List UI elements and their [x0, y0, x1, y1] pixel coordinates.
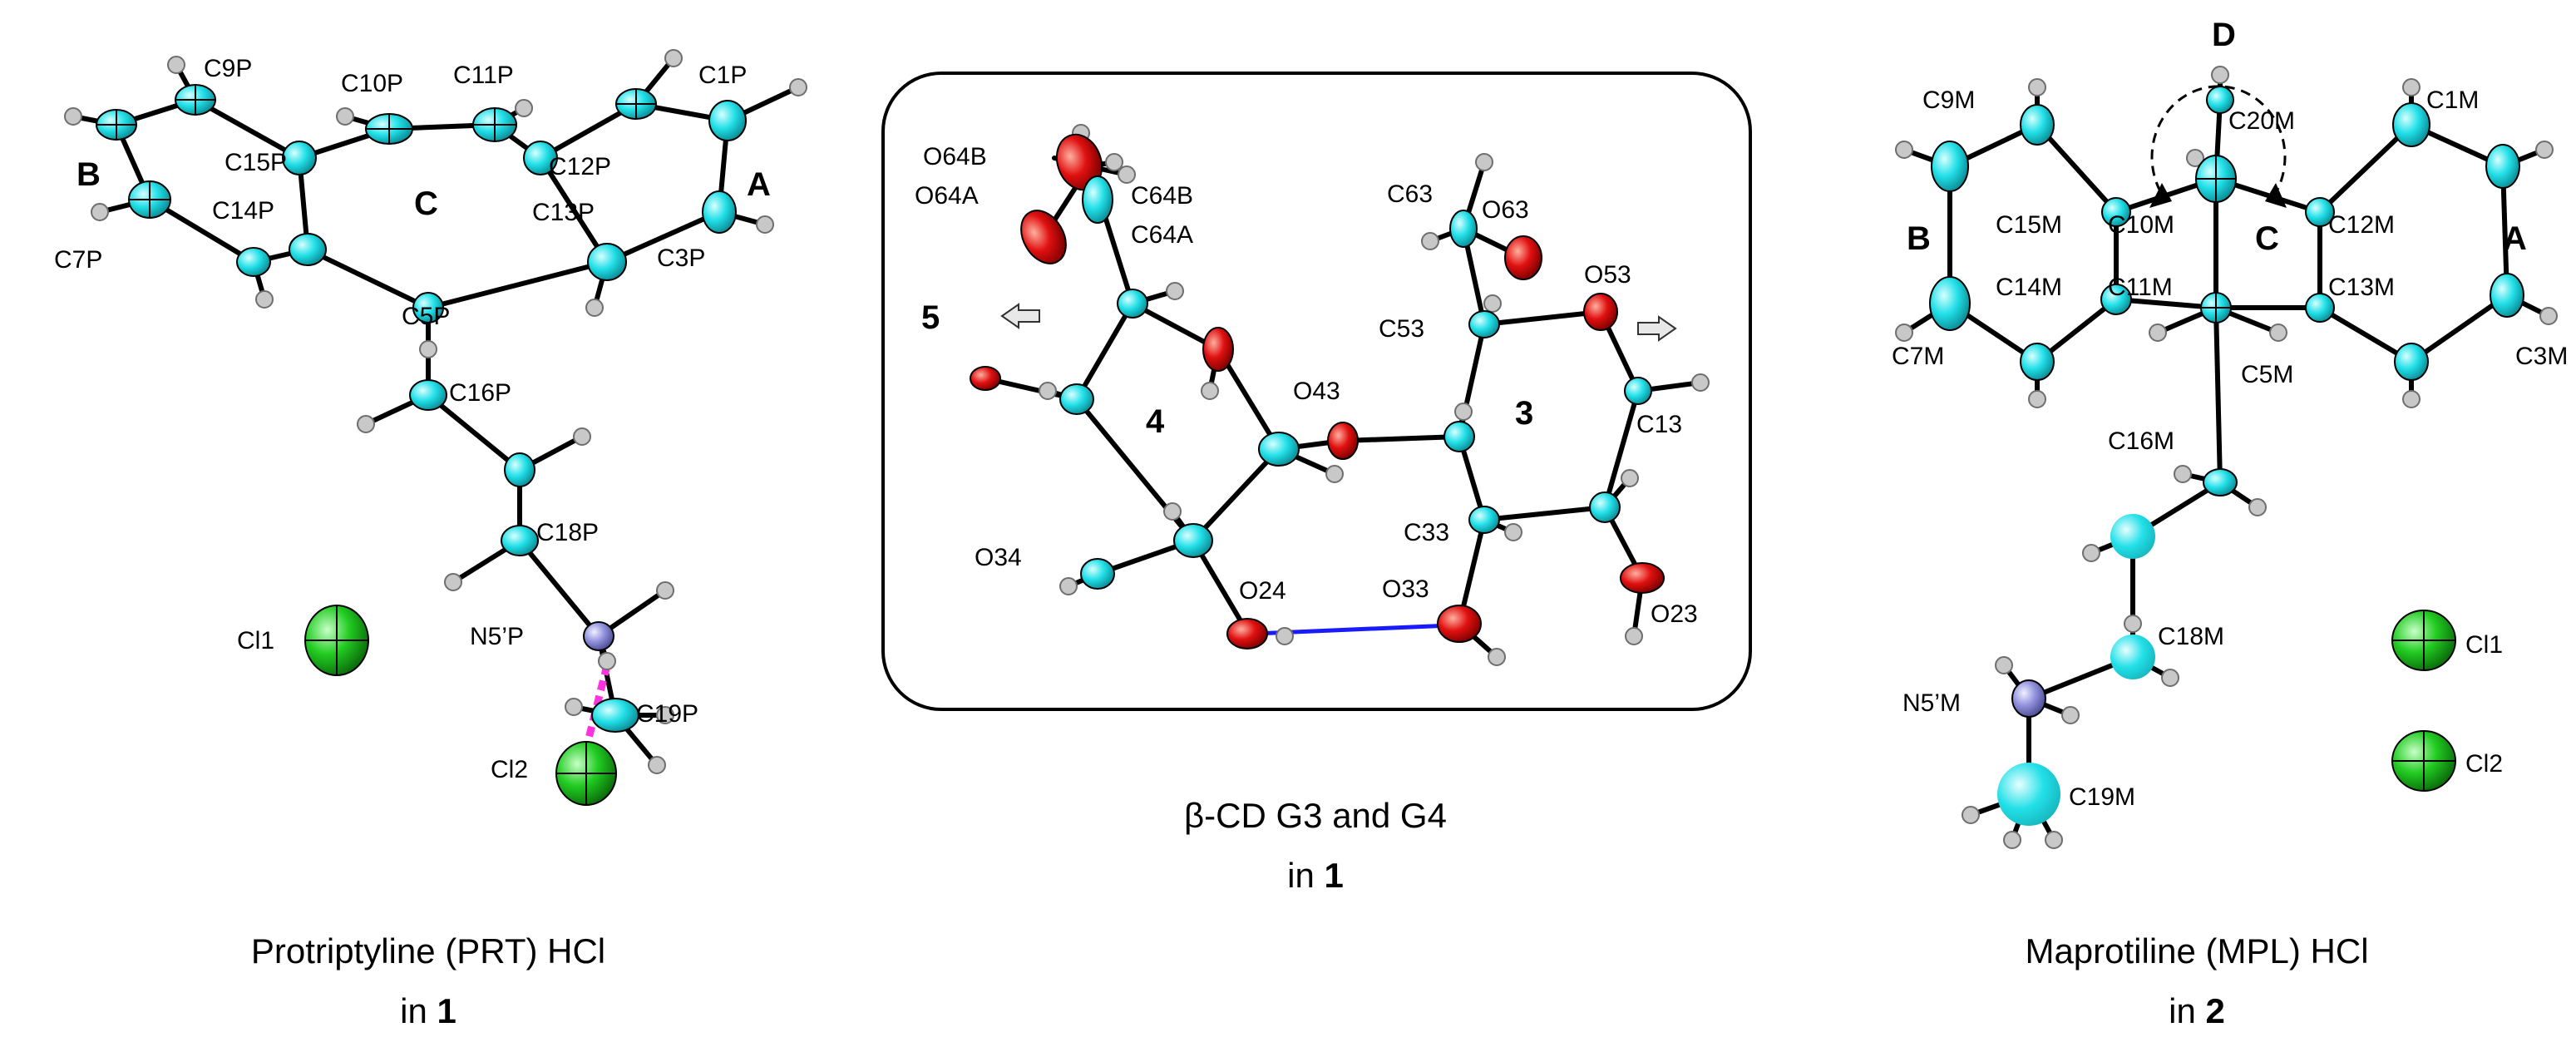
cd-atoms — [970, 133, 1665, 649]
cd-atom-labels: O64B O64A C64B C64A C63 O63 O53 C53 O43 … — [915, 143, 1698, 628]
atom-label: Cl1 — [237, 627, 274, 654]
atom-label: C15P — [225, 149, 287, 176]
atom-label: C1M — [2426, 86, 2479, 114]
prt-ring-labels: A B C — [76, 156, 771, 222]
atom-label: O64B — [923, 143, 987, 170]
atom-label: C3M — [2515, 343, 2568, 370]
atom-label: N5’M — [1902, 689, 1961, 717]
atom-label: O23 — [1651, 600, 1698, 628]
atom-label: O63 — [1482, 196, 1529, 224]
atom-label: C18P — [536, 519, 599, 546]
atom-label: C5M — [2241, 361, 2293, 388]
cd-ring-labels: 5 4 3 — [921, 299, 1533, 440]
mpl-ring-labels: D B C A — [1907, 17, 2527, 257]
atom-label: C10P — [341, 70, 403, 97]
atom-label: O24 — [1239, 577, 1286, 605]
atom-label: O34 — [975, 544, 1022, 571]
atom-label: C64B — [1131, 182, 1193, 210]
atom-label: C11M — [2108, 274, 2173, 301]
atom-label: Cl2 — [2465, 750, 2503, 778]
atom-label: O43 — [1293, 378, 1340, 405]
ring-label-c: C — [414, 185, 438, 222]
atom-label: C13 — [1636, 411, 1682, 438]
caption-beta-cd: β-CD G3 and G4 — [1184, 796, 1447, 835]
atom-label: C11P — [453, 62, 514, 89]
atom-label: C20M — [2228, 107, 2295, 135]
panel-beta-cd: O64B O64A C64B C64A C63 O63 O53 C53 O43 … — [881, 72, 1752, 895]
prt-hydrogens — [64, 49, 807, 774]
atom-label: C63 — [1387, 180, 1433, 208]
atom-label: C19P — [636, 700, 698, 728]
ring-label-a: A — [2503, 220, 2527, 257]
atom-label: Cl1 — [2465, 631, 2503, 659]
atom-label: C10M — [2108, 211, 2174, 239]
mpl-ellipsoid-axes — [2196, 156, 2455, 791]
atom-label: C13P — [532, 199, 595, 226]
atom-label: C53 — [1379, 315, 1424, 343]
mpl-hydrogens — [1895, 66, 2558, 849]
prt-ellipsoid-axes — [96, 85, 656, 805]
caption-mpl: Maprotiline (MPL) HCl — [2025, 931, 2368, 971]
atom-label: C18M — [2158, 623, 2224, 650]
atom-label: C16P — [449, 379, 511, 407]
mpl-ring-d-rotation — [2149, 85, 2287, 208]
atom-label: C9P — [204, 55, 252, 82]
caption-beta-cd-sub: in 1 — [1287, 856, 1344, 895]
cd-h-bonds — [1045, 131, 1703, 659]
ring-label-d: D — [2212, 17, 2236, 53]
atom-label: O64A — [915, 182, 979, 210]
arrowhead-left-icon — [2149, 183, 2172, 208]
atom-label: C3P — [657, 244, 705, 272]
atom-label: O53 — [1584, 261, 1631, 289]
ring-label-b: B — [1907, 220, 1931, 257]
panel-maprotiline: C9M C20M C1M C15M C10M C12M C14M C11M C1… — [1892, 17, 2568, 1030]
atom-label: C15M — [1996, 211, 2062, 239]
glucose-label-3: 3 — [1515, 395, 1533, 432]
beta-cd-frame — [881, 72, 1752, 711]
ring-label-c: C — [2255, 220, 2279, 257]
ring-label-b: B — [76, 156, 101, 193]
rotation-arrow-icon — [2150, 85, 2287, 192]
prt-h-bonds — [71, 56, 801, 768]
atom-label: C7M — [1892, 343, 1944, 370]
atom-label: Cl2 — [491, 756, 528, 783]
cd-direction-arrows — [1000, 303, 1677, 342]
caption-mpl-sub: in 2 — [2169, 991, 2225, 1030]
glucose-label-5: 5 — [921, 299, 940, 336]
atom-label: C12M — [2328, 211, 2395, 239]
arrowhead-right-icon — [2265, 183, 2287, 208]
atom-label: C1P — [698, 62, 747, 89]
glucose-label-4: 4 — [1146, 403, 1165, 440]
caption-prt-sub: in 1 — [400, 991, 456, 1030]
mpl-atom-labels: C9M C20M C1M C15M C10M C12M C14M C11M C1… — [1892, 86, 2568, 811]
atom-label: C12P — [549, 153, 611, 180]
atom-label: C5P — [402, 303, 450, 330]
arrow-left-icon — [1000, 303, 1040, 329]
cd-hydrogens — [1039, 124, 1710, 666]
atom-label: C13M — [2328, 274, 2395, 301]
caption-prt: Protriptyline (PRT) HCl — [251, 931, 605, 971]
atom-label: C16M — [2108, 427, 2174, 455]
panel-protriptyline: C9P C10P C11P C1P C15P C12P C14P C13P C7… — [54, 49, 807, 1030]
prt-atom-labels: C9P C10P C11P C1P C15P C12P C14P C13P C7… — [54, 55, 747, 783]
atom-label: C19M — [2069, 783, 2135, 811]
atom-label: C33 — [1404, 519, 1449, 546]
atom-label: C14M — [1996, 274, 2062, 301]
atom-label: C7P — [54, 246, 102, 274]
atom-label: C64A — [1131, 221, 1193, 249]
mpl-atoms — [1929, 86, 2524, 826]
ring-label-a: A — [747, 166, 771, 203]
atom-label: C14P — [212, 197, 274, 225]
atom-label: N5’P — [470, 623, 524, 650]
arrow-right-icon — [1637, 315, 1677, 342]
atom-label: O33 — [1382, 575, 1429, 603]
atom-label: C9M — [1922, 86, 1975, 114]
